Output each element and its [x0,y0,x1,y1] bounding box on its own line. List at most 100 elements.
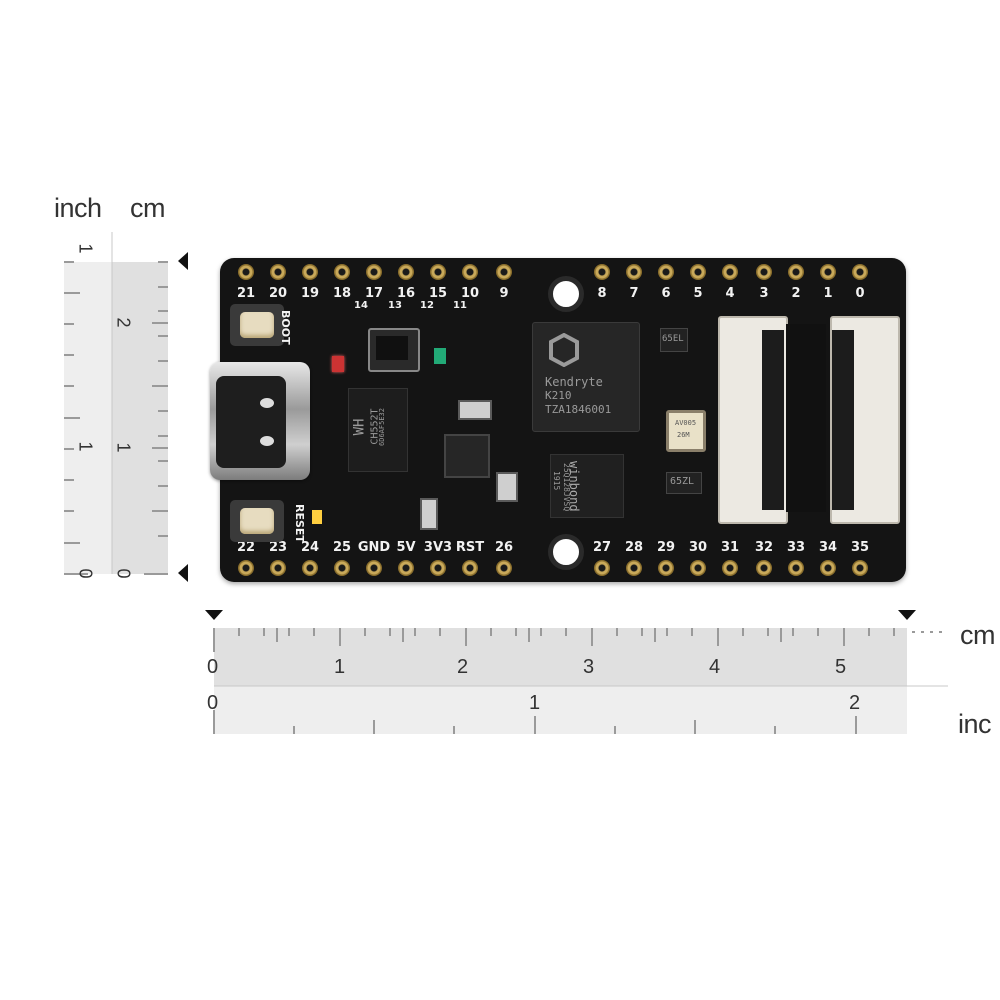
header-pin [722,560,738,576]
bottom-pin-label: 24 [300,540,320,555]
horizontal-ruler-ticks [205,610,948,734]
crystal-marking: AV005 [675,419,697,427]
boot-button[interactable] [230,304,284,346]
top-pin-label: 17 [364,286,384,301]
v-cm-tick-label: 2 [113,317,134,328]
marker-arrow-icon [178,252,188,270]
bottom-pin-label: 34 [818,540,838,555]
display-fpc-connector[interactable] [830,316,900,524]
bottom-pin-label: 31 [720,540,740,555]
sensor-module [368,328,420,372]
horizontal-ruler-inch-unit: inc [958,709,992,739]
reset-button[interactable] [230,500,284,542]
header-pin [852,264,868,280]
camera-fpc-connector[interactable] [718,316,788,524]
h-cm-tick-label: 0 [207,656,219,678]
regulator-marking: 65ZL [670,476,695,487]
top-pin-label: 7 [629,286,639,301]
v-inch-tick-label: 1 [75,441,96,452]
header-pin [788,560,804,576]
header-pin [690,264,706,280]
bottom-pin-label: 23 [268,540,288,555]
mounting-hole [548,534,584,570]
reset-label: RESET [293,504,306,543]
header-pin [658,264,674,280]
header-pin [302,264,318,280]
h-inch-tick-label: 2 [849,692,861,714]
header-pin [334,560,350,576]
usb-c-port[interactable] [210,362,310,480]
bottom-pin-label: 33 [786,540,806,555]
header-pin [722,264,738,280]
marker-arrow-icon [898,610,916,620]
h-cm-tick-label: 1 [334,656,346,678]
h-cm-tick-label: 2 [457,656,469,678]
top-pin-label: 20 [268,286,288,301]
h-cm-tick-label: 3 [583,656,595,678]
top-pin-label: 4 [725,286,735,301]
header-pin [238,560,254,576]
smd-component [458,400,492,420]
vertical-ruler-inch-unit: inch [54,193,102,223]
top-pin-label: 9 [499,286,509,301]
flash-chip: winbond 25Q128JVSQ 1915 [550,454,624,518]
status-led [332,356,344,372]
pad-label: 13 [388,300,402,311]
top-pin-label: 10 [460,286,480,301]
crystal-marking: 26M [677,431,690,439]
status-led [312,510,322,524]
horizontal-ruler-cm [214,628,907,686]
header-pin [690,560,706,576]
h-cm-tick-label: 5 [835,656,847,678]
bottom-pin-label: 29 [656,540,676,555]
top-pin-label: 8 [597,286,607,301]
header-pin [756,264,772,280]
chip-logo: WH [351,418,368,436]
mounting-hole [548,276,584,312]
cpu-marking: Kendryte [545,375,603,389]
top-pin-label: 19 [300,286,320,301]
bottom-pin-label: 22 [236,540,256,555]
vertical-ruler-ticks [64,232,188,582]
chip-marking: 6D6AF5E32 [377,408,386,446]
header-pin [626,264,642,280]
crystal-oscillator: AV005 26M [666,410,706,452]
header-pin [496,560,512,576]
header-pin [462,264,478,280]
v-cm-tick-label: 0 [113,568,134,579]
top-pin-label: 1 [823,286,833,301]
header-pin [430,560,446,576]
bottom-pin-label: 26 [494,540,514,555]
vertical-ruler-cm-unit: cm [130,193,166,223]
h-cm-tick-label: 4 [709,656,721,678]
regulator-chip: 65EL [660,328,688,352]
boot-label: BOOT [279,310,292,345]
header-pin [820,560,836,576]
horizontal-ruler-inch [214,686,907,734]
fpc-latch [786,324,826,512]
h-inch-tick-label: 1 [529,692,541,714]
marker-arrow-icon [178,564,188,582]
kendryte-logo-icon [549,333,579,367]
bottom-pin-label: 25 [332,540,352,555]
bottom-pin-label: 5V [396,540,416,555]
top-pin-label: 18 [332,286,352,301]
pmu-chip [444,434,490,478]
pad-label: 11 [453,300,467,311]
header-pin [820,264,836,280]
header-pin [496,264,512,280]
top-pin-label: 15 [428,286,448,301]
vertical-ruler-cm [112,262,168,574]
bottom-pin-label: RST [455,540,485,555]
top-pin-label: 2 [791,286,801,301]
header-pin [398,560,414,576]
regulator-chip: 65ZL [666,472,702,494]
top-pin-label: 5 [693,286,703,301]
header-pin [852,560,868,576]
bottom-pin-label: 3V3 [423,540,453,555]
flash-marking: 25Q128JVSQ [562,463,571,512]
bottom-pin-label: 30 [688,540,708,555]
header-pin [626,560,642,576]
cpu-marking: TZA1846001 [545,403,612,416]
